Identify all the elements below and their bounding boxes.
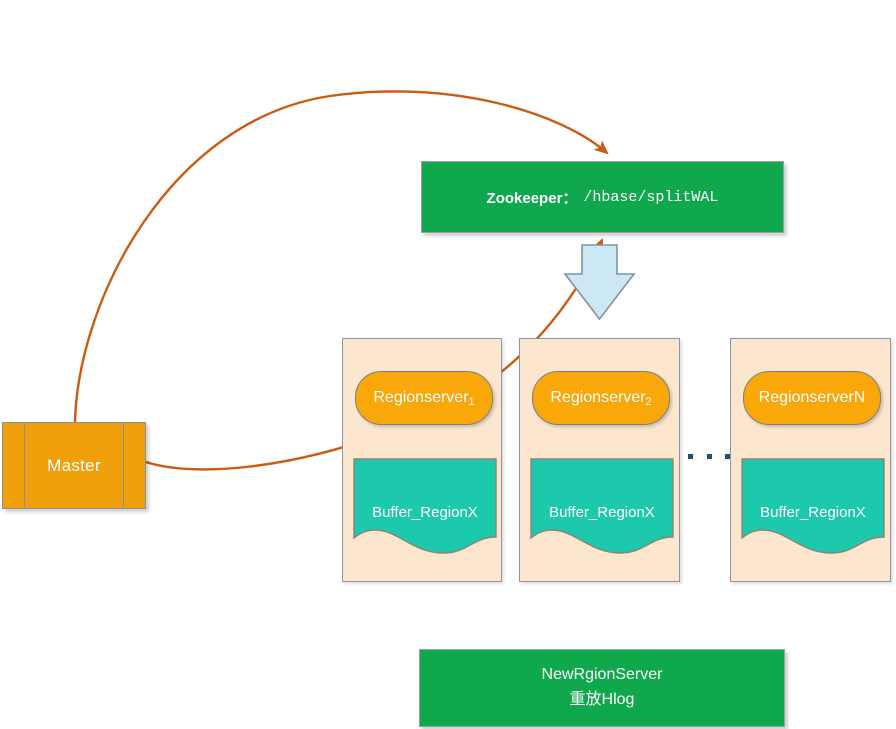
- master-node[interactable]: Master: [2, 422, 146, 509]
- zookeeper-node[interactable]: Zookeeper： /hbase/splitWAL: [421, 161, 784, 233]
- ellipsis-dot-3: [725, 453, 730, 459]
- regionserver-card-n[interactable]: RegionserverN Buffer_RegionX: [730, 338, 891, 582]
- master-left-bar: [24, 423, 25, 508]
- master-label: Master: [47, 455, 101, 475]
- regionserver-pill-1[interactable]: Regionserver1: [355, 371, 493, 425]
- master-right-bar: [123, 423, 124, 508]
- regionserver-pill-label-2: Regionserver2: [550, 389, 652, 408]
- down-block-arrow-icon: [562, 243, 637, 326]
- ellipsis-dot-1: [688, 453, 693, 459]
- zookeeper-znode-path: /hbase/splitWAL: [583, 188, 719, 206]
- new-region-server-node[interactable]: NewRgionServer 重放Hlog: [419, 649, 785, 727]
- regionserver-pill-label-n: RegionserverN: [758, 389, 866, 406]
- regionserver-pill-n[interactable]: RegionserverN: [743, 371, 881, 425]
- regionserver-card-1[interactable]: Regionserver1 Buffer_RegionX: [342, 338, 502, 582]
- zookeeper-label: Zookeeper：: [486, 189, 578, 207]
- new-region-server-subtitle: 重放Hlog: [569, 691, 635, 708]
- regionserver-card-2[interactable]: Regionserver2 Buffer_RegionX: [519, 338, 680, 582]
- buffer-document-n[interactable]: Buffer_RegionX: [741, 458, 885, 558]
- cards-ellipsis: [688, 448, 730, 464]
- buffer-document-2[interactable]: Buffer_RegionX: [530, 458, 674, 558]
- regionserver-pill-2[interactable]: Regionserver2: [532, 371, 670, 425]
- ellipsis-dot-2: [706, 453, 712, 459]
- regionserver-pill-label-1: Regionserver1: [373, 389, 475, 408]
- new-region-server-title: NewRgionServer: [541, 666, 663, 684]
- buffer-document-1[interactable]: Buffer_RegionX: [353, 458, 497, 558]
